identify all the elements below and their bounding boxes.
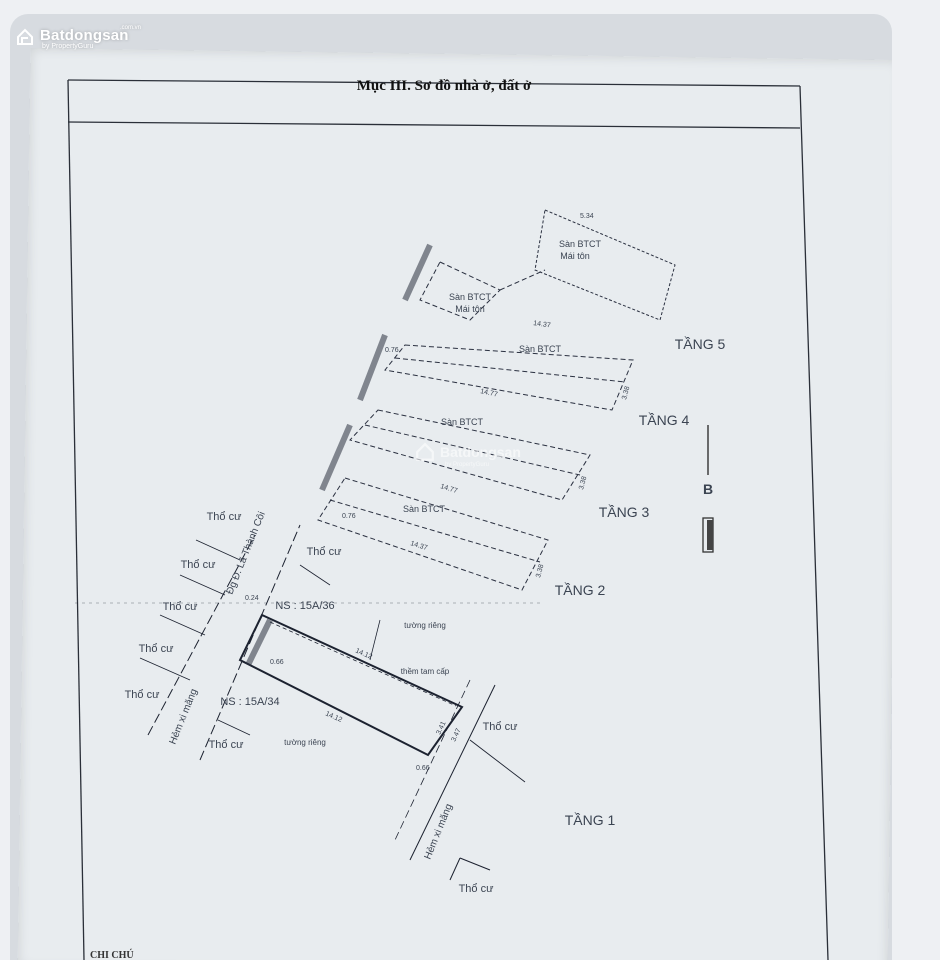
step-label: thềm tam cấp [401,667,450,676]
dimension-label: 0.24 [245,595,259,602]
photo-frame [10,14,892,960]
watermark-brand: Batdongsan [40,27,129,44]
alley-label: Hẻm xi măng [168,687,200,746]
floor-3-plan [349,409,591,501]
dimension-label: 0.76 [385,347,399,354]
dimension-label: 3.41 [435,720,447,735]
dimension-label: 14.12 [324,710,343,724]
watermark-logo: Batdongsan .com.vn by PropertyGuru [17,25,141,50]
center-watermark: Batdongsan by PropertyGuru [416,442,521,468]
slab-label: Sàn BTCT [441,417,484,427]
slab-label: Sàn BTCT [403,504,446,514]
floor-1-label: TẦNG 1 [565,812,616,828]
floor-2-plan [317,477,549,591]
dimension-label: 14.77 [439,483,458,495]
dimension-label: 14.77 [480,388,499,399]
neighbor-label: Thổ cư [163,601,199,613]
floor-4-plan [384,344,634,411]
floor-5-plan [419,209,676,321]
dimension-label: 5.34 [580,213,594,220]
neighbor-label: Thổ cư [181,559,217,571]
private-wall-label: tường riêng [284,738,326,747]
house-logo-icon [416,442,434,461]
document-title: Mục III. Sơ đồ nhà ở, đất ở [357,78,532,94]
private-wall-label: tường riêng [404,621,446,630]
dimension-label: 3.38 [578,475,588,490]
slab-label: Sàn BTCT [519,344,562,354]
footer-note: CHI CHÚ [90,949,134,960]
slab-label: Sàn BTCT [559,239,602,249]
dimension-label: 3.38 [535,563,545,578]
house-number-15a-36: NS : 15A/36 [275,600,334,612]
hatched-wall-strips [245,243,433,667]
dimension-label: 0.76 [342,513,356,520]
watermark-sub: by PropertyGuru [445,462,489,468]
neighbor-label: Thổ cư [125,689,161,701]
roof-label: Mái tôn [455,304,485,314]
neighbor-label: Thổ cư [307,546,343,558]
dimension-label: 0.66 [270,659,284,666]
floor-3-label: TẦNG 3 [599,504,650,520]
watermark-domain: .com.vn [120,25,142,31]
north-label: B [703,481,713,497]
floor-4-label: TẦNG 4 [639,412,690,428]
dimension-label: 3.38 [621,385,631,400]
neighbor-label: Thổ cư [483,721,519,733]
dimension-label: 0.66 [416,765,430,772]
dimension-label: 14.37 [409,540,428,552]
floor-2-label: TẦNG 2 [555,582,606,598]
slab-label: Sàn BTCT [449,292,492,302]
roof-label: Mái tôn [560,251,590,261]
north-arrow: B [702,425,714,553]
dimension-label: 14.37 [533,320,551,329]
road-label: Đg Đ. Lã Thành Côi [225,510,268,596]
watermark-sub: by PropertyGuru [42,43,94,50]
neighbor-label: Thổ cư [209,739,245,751]
neighbor-label: Thổ cư [207,511,243,523]
alley-label: Hẻm xi măng [423,802,455,861]
floor-5-label: TẦNG 5 [675,336,726,352]
page-frame [67,79,829,960]
floor-1-plan [75,524,540,881]
watermark-brand: Batdongsan [440,444,521,460]
dimension-label: 3.47 [450,727,462,742]
house-number-15a-34: NS : 15A/34 [220,696,279,708]
neighbor-label: Thổ cư [459,883,495,895]
neighbor-label: Thổ cư [139,643,175,655]
house-logo-icon [17,28,33,45]
